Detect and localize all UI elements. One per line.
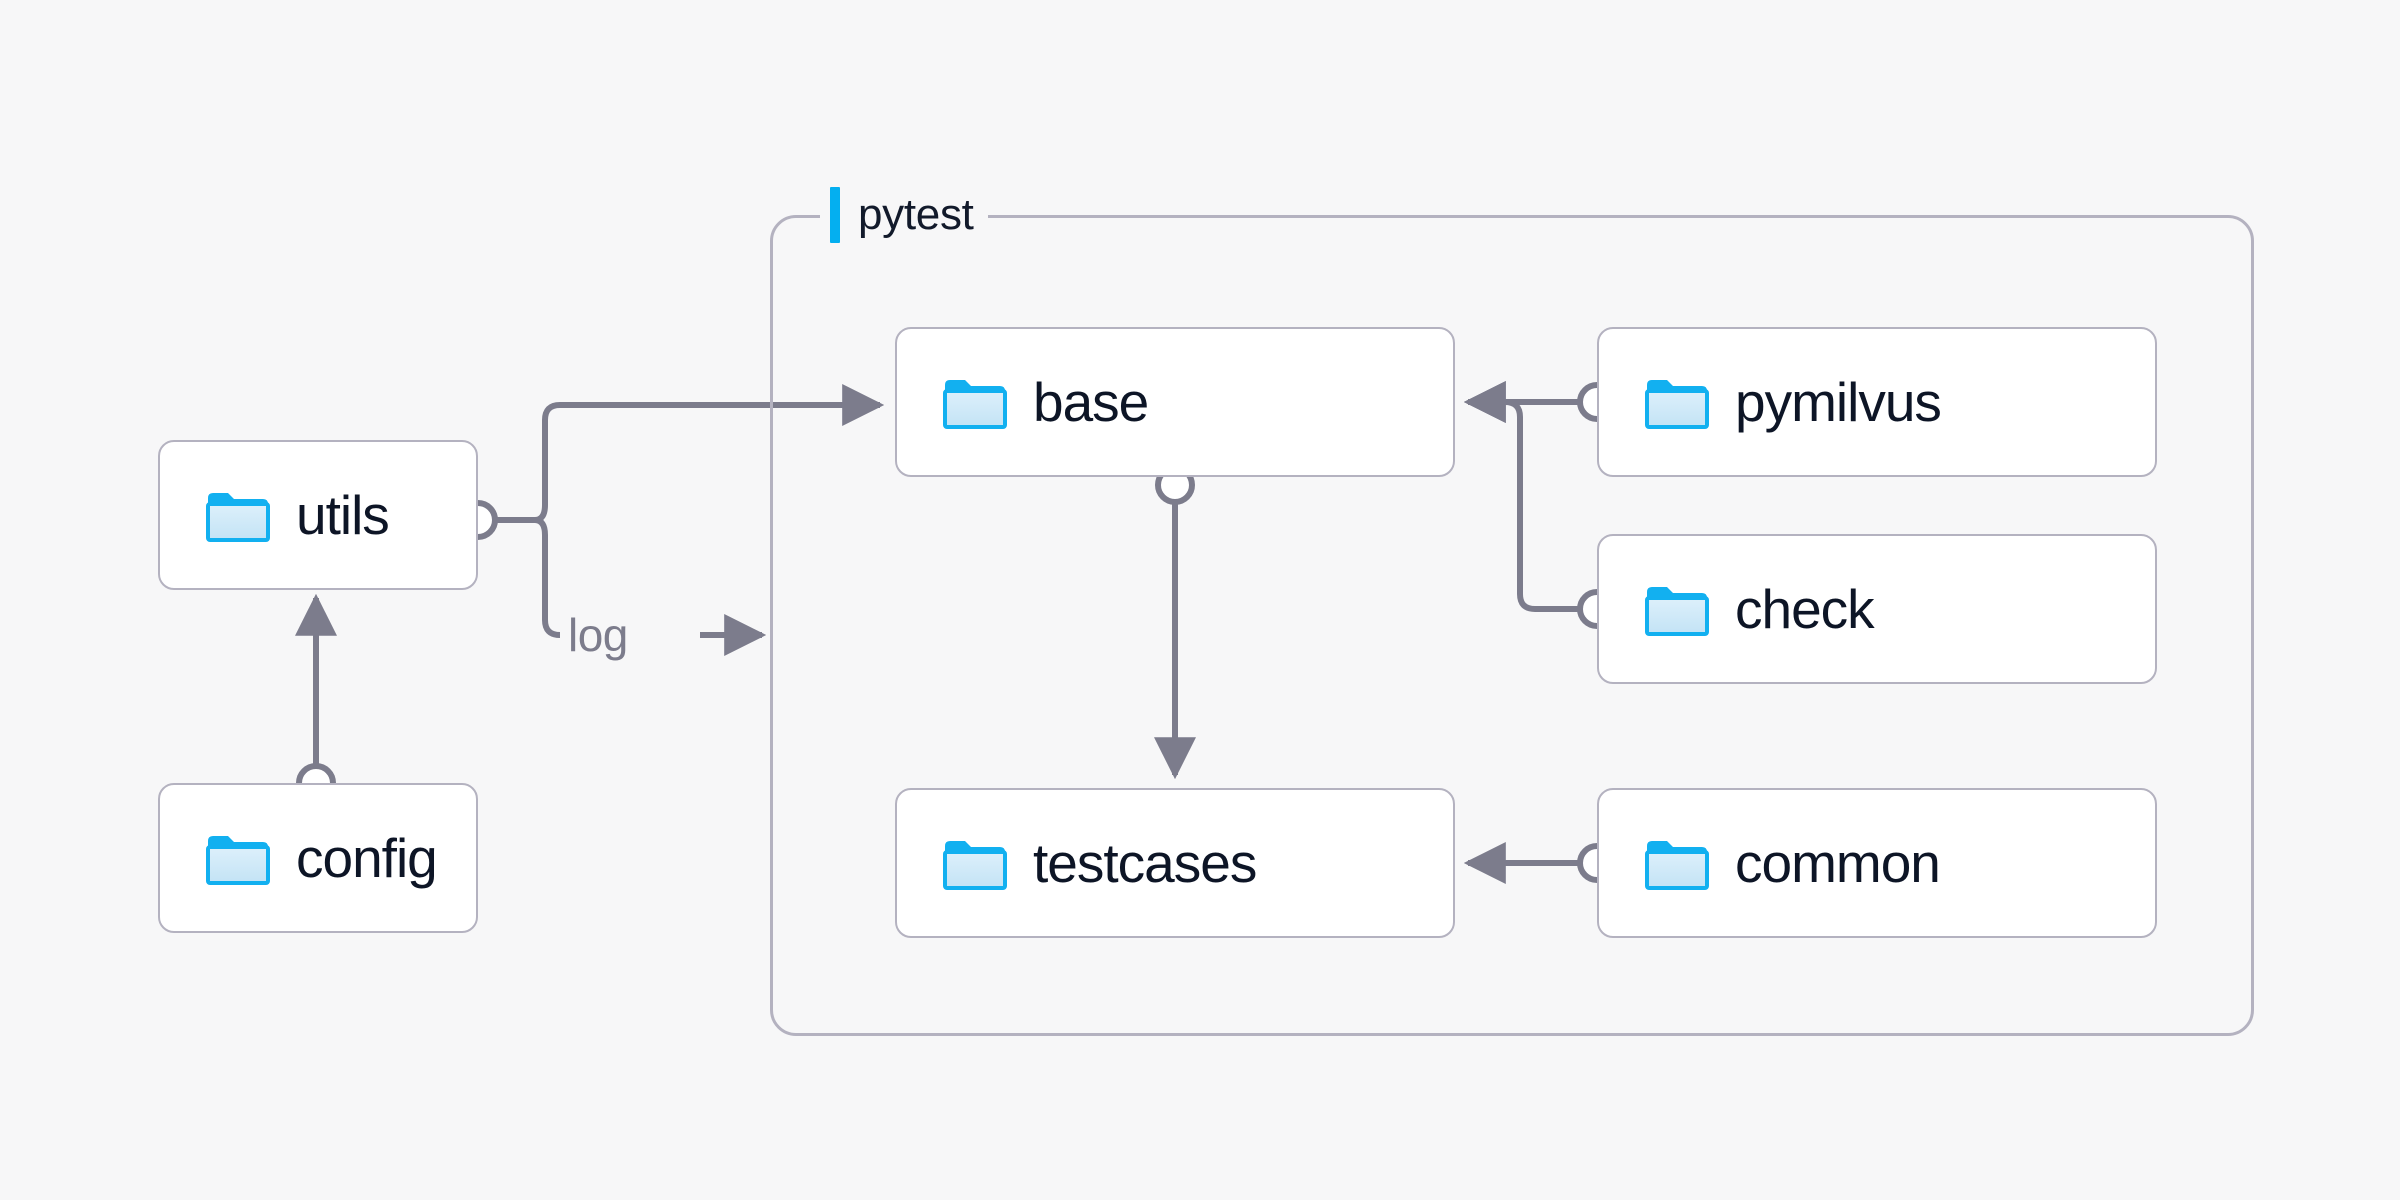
node-config[interactable]: config (158, 783, 478, 933)
node-check[interactable]: check (1597, 534, 2157, 684)
node-pymilvus[interactable]: pymilvus (1597, 327, 2157, 477)
node-label-pymilvus: pymilvus (1735, 370, 1942, 433)
folder-icon (1645, 375, 1709, 429)
group-label-text: pytest (858, 190, 974, 239)
accent-bar-icon (830, 187, 840, 243)
node-label-check: check (1735, 577, 1875, 640)
folder-icon (943, 836, 1007, 890)
node-testcases[interactable]: testcases (895, 788, 1455, 938)
node-label-utils: utils (296, 483, 390, 546)
node-label-common: common (1735, 831, 1941, 894)
node-base[interactable]: base (895, 327, 1455, 477)
folder-icon (1645, 836, 1709, 890)
node-common[interactable]: common (1597, 788, 2157, 938)
pytest-group-container (770, 215, 2254, 1036)
node-label-config: config (296, 826, 438, 889)
folder-icon (943, 375, 1007, 429)
pytest-group-label: pytest (820, 187, 988, 243)
node-label-testcases: testcases (1033, 831, 1257, 894)
folder-icon (206, 488, 270, 542)
node-utils[interactable]: utils (158, 440, 478, 590)
folder-icon (1645, 582, 1709, 636)
folder-icon (206, 831, 270, 885)
edge-config-to-utils (295, 593, 337, 803)
edge-label-log: log (560, 612, 636, 658)
node-label-base: base (1033, 370, 1149, 433)
